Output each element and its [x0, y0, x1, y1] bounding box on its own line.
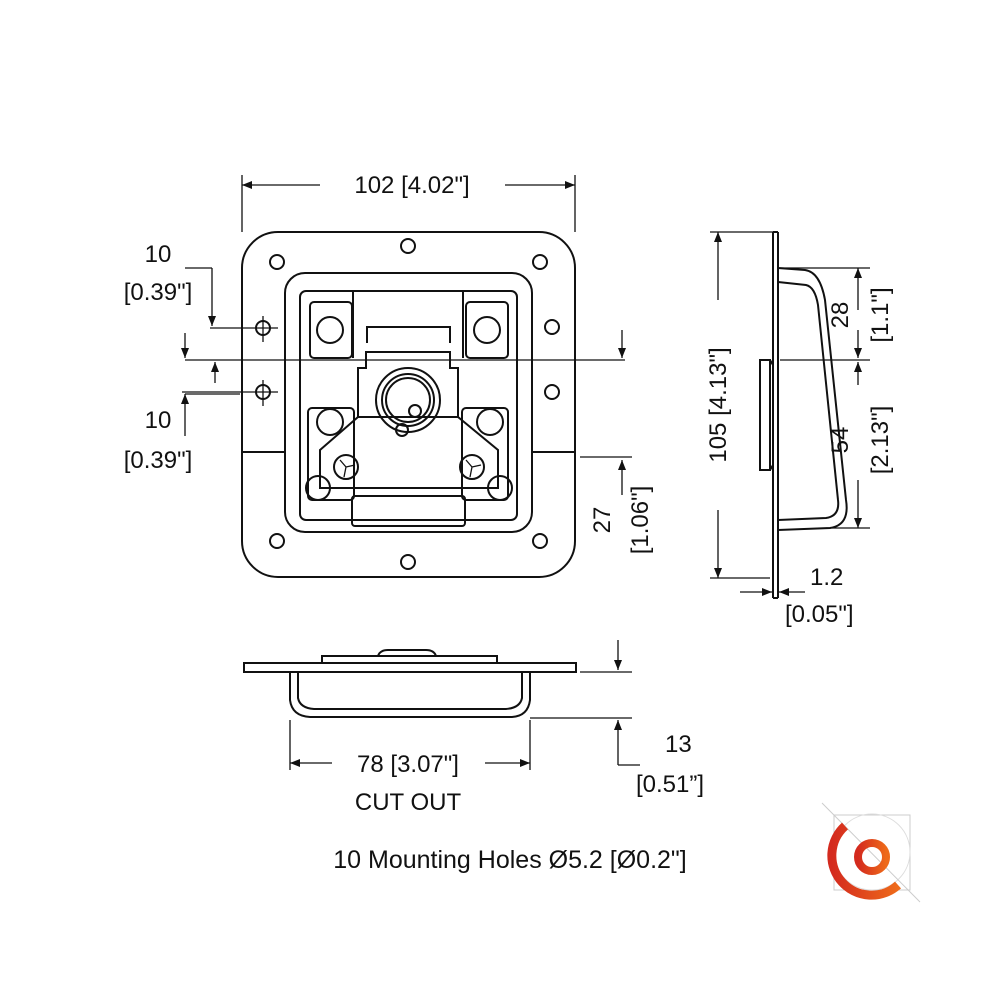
height-dimension: 105 [4.13"]: [705, 347, 732, 462]
hole-spacing-top-in: [0.39"]: [124, 279, 193, 306]
side-view: 105 [4.13"] 28 [1.1"] 54 [2.13"] 1.2 [0.…: [705, 231, 894, 628]
depth-dimension-in: [0.51”]: [636, 771, 704, 798]
lower-dimension: 54: [827, 427, 854, 454]
depth-dimension: 13: [665, 731, 692, 758]
screw-icon: [333, 454, 359, 480]
mounting-holes: [182, 238, 560, 570]
bottom-view: 78 [3.07"] CUT OUT 13 [0.51”]: [243, 640, 704, 816]
cutout-dimension: 78 [3.07"]: [357, 751, 459, 778]
brand-logo: [821, 802, 921, 903]
hole-spacing-bottom-in: [0.39"]: [124, 447, 193, 474]
width-dimension: 102 [4.02"]: [354, 172, 469, 199]
mounting-holes-note: 10 Mounting Holes Ø5.2 [Ø0.2"]: [333, 846, 687, 874]
thickness-dimension: 1.2: [810, 564, 843, 591]
hole-spacing-bottom: 10: [145, 407, 172, 434]
thickness-dimension-in: [0.05"]: [785, 601, 854, 628]
hole-spacing-top: 10: [145, 241, 172, 268]
front-view: 102 [4.02"] 10 [0.39"] 10 [0.39"] 27 [1.…: [124, 172, 654, 578]
upper-dimension: 28: [827, 302, 854, 329]
offset-dimension: 27: [589, 507, 616, 534]
lower-dimension-in: [2.13"]: [867, 406, 894, 475]
offset-dimension-in: [1.06"]: [627, 486, 654, 555]
cutout-label: CUT OUT: [355, 789, 462, 816]
upper-dimension-in: [1.1"]: [867, 287, 894, 342]
